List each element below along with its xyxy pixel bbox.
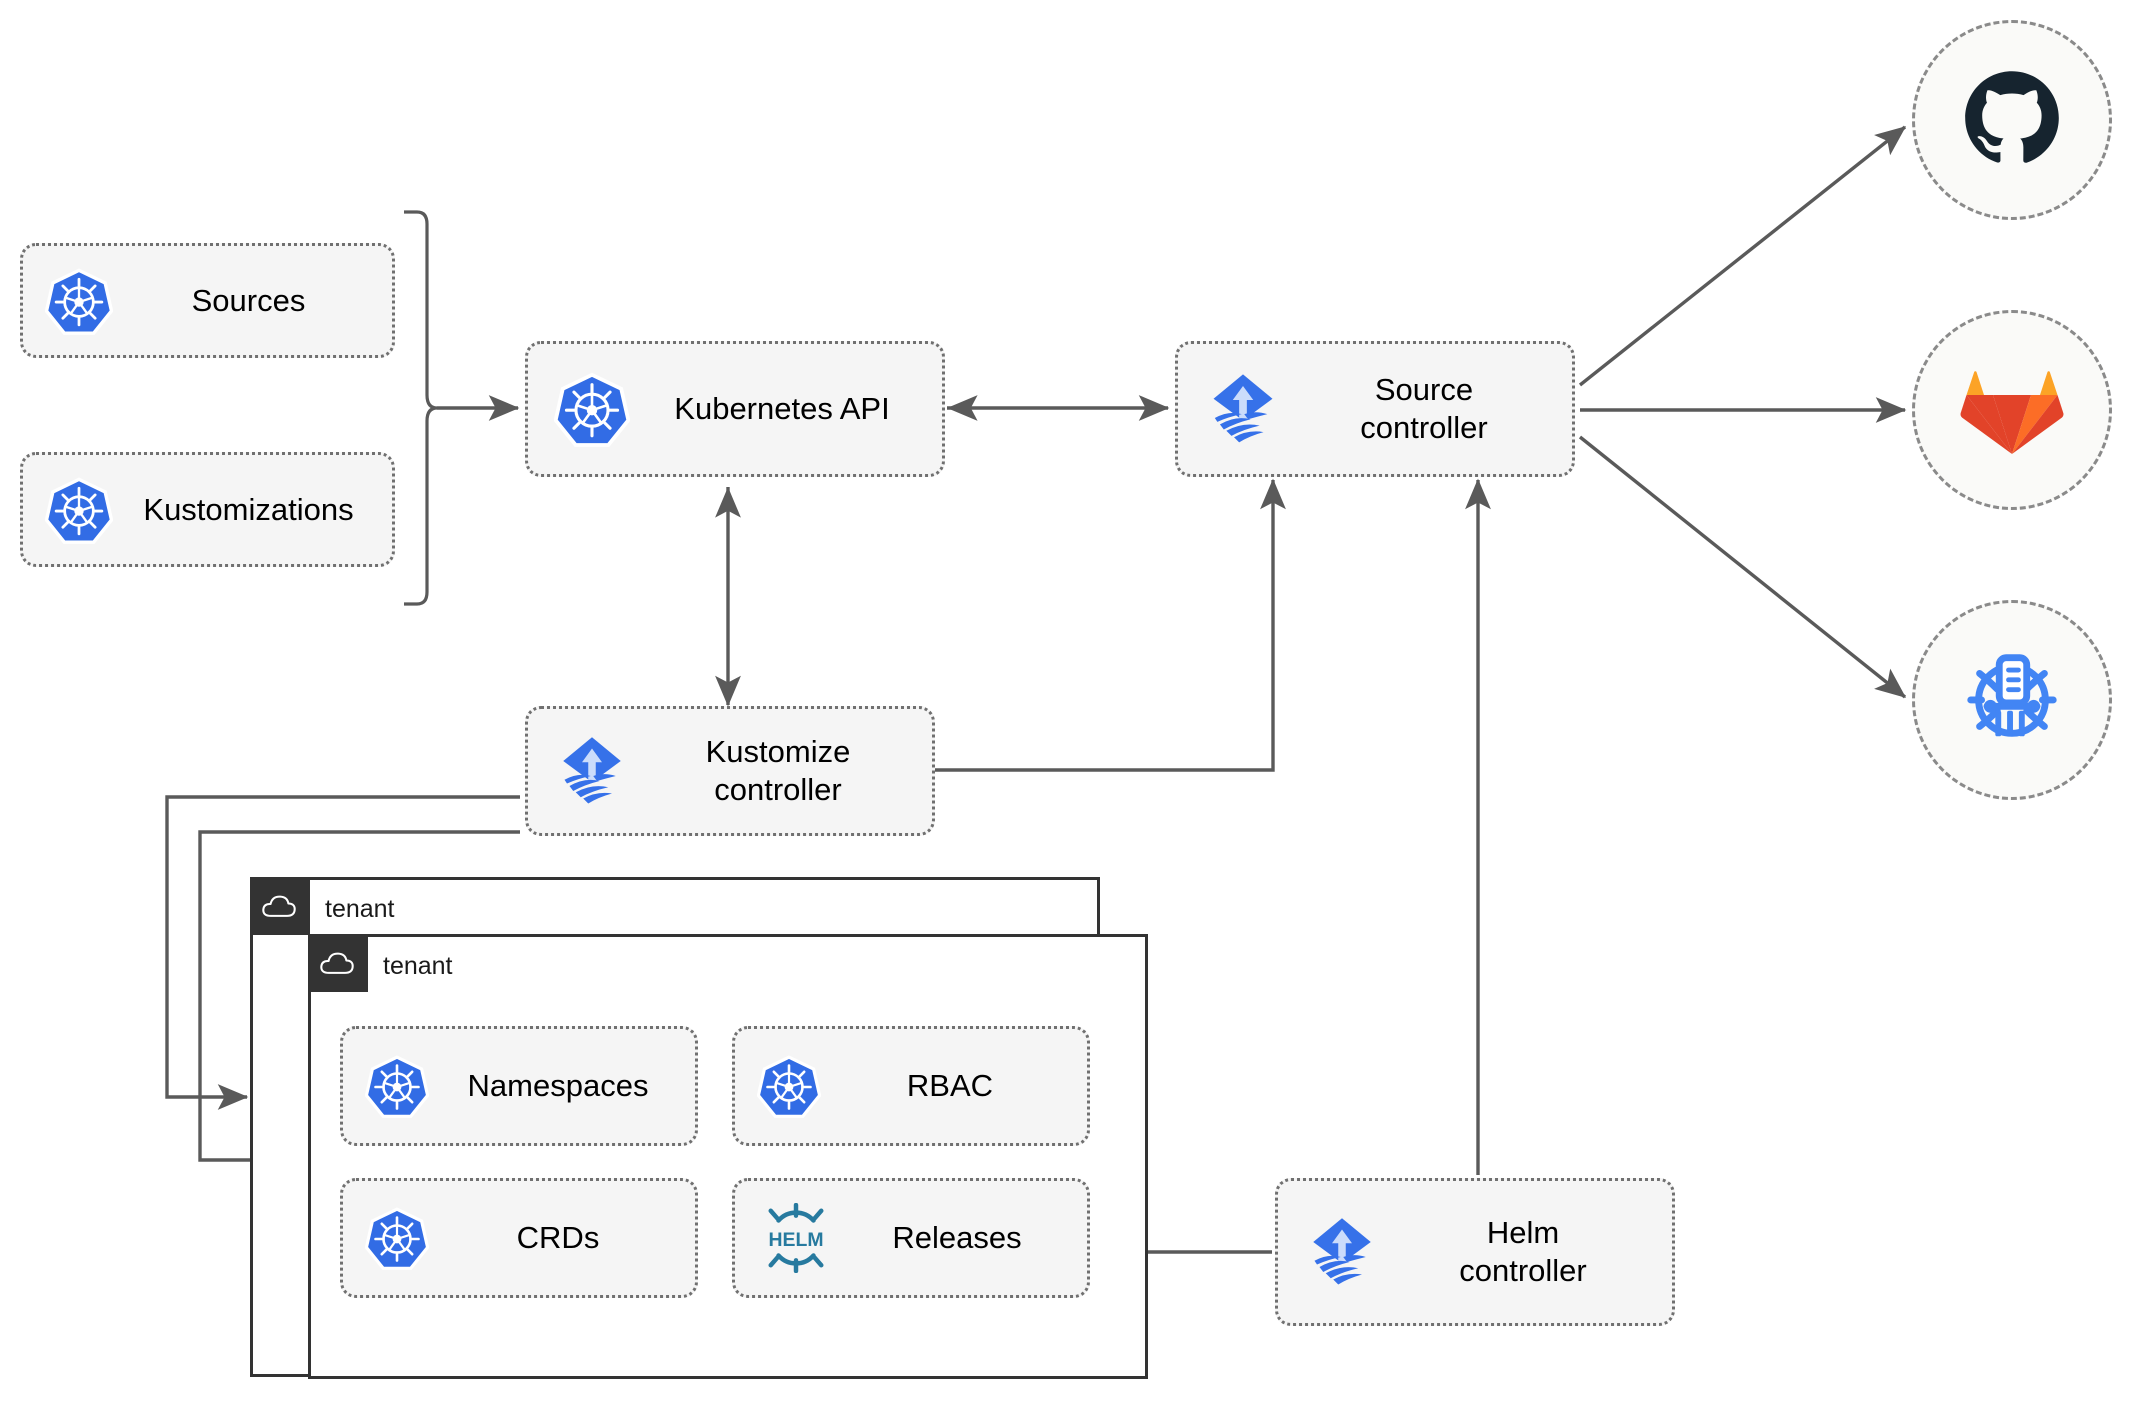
node-kustomize-controller[interactable]: Kustomize controller	[525, 706, 935, 836]
tenant-tab-back	[250, 877, 310, 935]
provider-gitlab[interactable]	[1912, 310, 2112, 510]
tenant-window-front[interactable]: tenant	[308, 934, 1148, 1379]
node-releases[interactable]: HELM Releases	[732, 1178, 1090, 1298]
node-source-controller-label: Source controller	[1360, 372, 1488, 445]
inputs-bracket	[404, 210, 438, 606]
cloud-icon	[250, 877, 308, 935]
node-kustomize-controller-label: Kustomize controller	[705, 734, 851, 807]
wire-source-to-registry	[1578, 435, 1907, 699]
node-kubernetes-api[interactable]: Kubernetes API	[525, 341, 945, 477]
svg-text:HELM: HELM	[768, 1229, 823, 1251]
node-crds-label: CRDs	[516, 1220, 600, 1256]
node-rbac-label: RBAC	[906, 1068, 994, 1104]
node-kubernetes-api-label: Kubernetes API	[674, 391, 890, 427]
node-releases-label: Releases	[892, 1220, 1022, 1256]
tenant-tab-front	[308, 934, 368, 992]
helm-registry-icon	[1958, 644, 2066, 757]
wire-kustomize-to-source	[935, 478, 1286, 772]
helm-icon: HELM	[757, 1203, 835, 1273]
kubernetes-icon	[757, 1054, 821, 1118]
node-helm-controller[interactable]: Helm controller	[1275, 1178, 1675, 1326]
node-helm-controller-label: Helm controller	[1459, 1215, 1587, 1288]
flux-icon	[552, 731, 632, 811]
node-namespaces[interactable]: Namespaces	[340, 1026, 698, 1146]
provider-registry[interactable]	[1912, 600, 2112, 800]
node-kustomizations-label: Kustomizations	[143, 491, 354, 527]
node-namespaces-label: Namespaces	[467, 1068, 649, 1104]
node-crds[interactable]: CRDs	[340, 1178, 698, 1298]
node-sources[interactable]: Sources	[20, 243, 395, 358]
tenant-label-back: tenant	[325, 895, 395, 923]
flux-icon	[1302, 1212, 1382, 1292]
provider-github[interactable]	[1912, 20, 2112, 220]
kubernetes-icon	[365, 1054, 429, 1118]
kubernetes-icon	[554, 371, 630, 447]
kubernetes-icon	[45, 476, 113, 544]
node-kustomizations[interactable]: Kustomizations	[20, 452, 395, 567]
node-sources-label: Sources	[191, 282, 306, 318]
wire-source-to-github	[1578, 125, 1907, 387]
flux-icon	[1202, 368, 1284, 450]
node-source-controller[interactable]: Source controller	[1175, 341, 1575, 477]
github-icon	[1960, 66, 2064, 175]
kubernetes-icon	[45, 267, 113, 335]
kubernetes-icon	[365, 1206, 429, 1270]
gitlab-icon	[1959, 358, 2065, 463]
node-rbac[interactable]: RBAC	[732, 1026, 1090, 1146]
tenant-label-front: tenant	[383, 952, 453, 980]
cloud-icon	[308, 934, 366, 992]
